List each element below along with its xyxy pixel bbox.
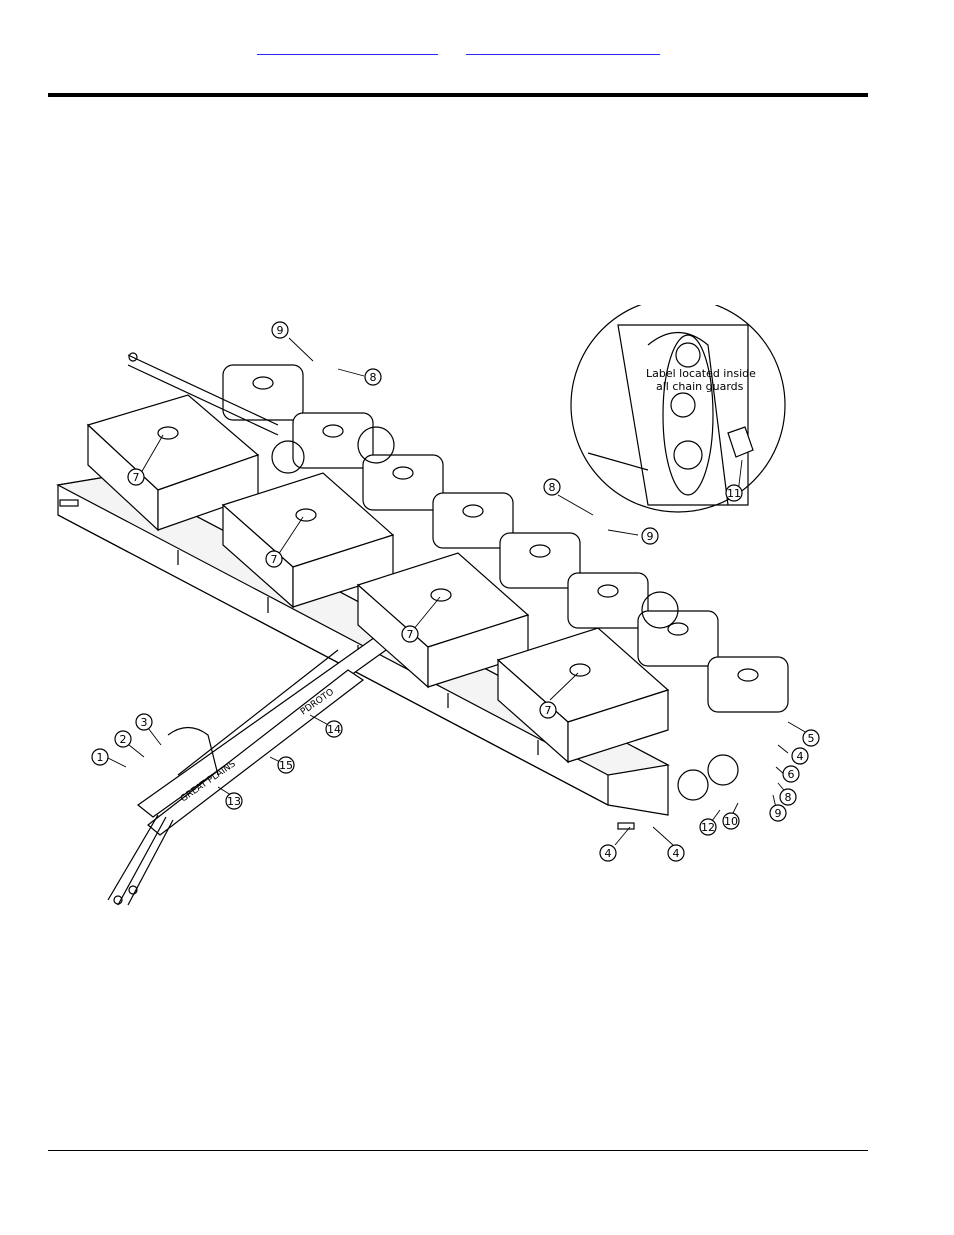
callout-1: 1 (91, 748, 109, 766)
svg-text:8: 8 (785, 791, 792, 804)
svg-text:6: 6 (788, 768, 795, 781)
svg-text:4: 4 (605, 847, 612, 860)
callout-14: 14 (325, 720, 343, 738)
callout-8b: 8 (543, 478, 561, 496)
callout-2: 2 (114, 730, 132, 748)
callout-7d: 7 (539, 701, 557, 719)
svg-text:1: 1 (97, 751, 104, 764)
callout-4c: 4 (791, 747, 809, 765)
callout-4a: 4 (599, 844, 617, 862)
svg-text:4: 4 (673, 847, 680, 860)
svg-text:7: 7 (407, 628, 414, 641)
inset-label-line1: Label located inside (646, 367, 756, 380)
callout-8c: 8 (779, 788, 797, 806)
callout-7b: 7 (265, 550, 283, 568)
chain-guard-inset: Label located inside all chain guards (570, 297, 786, 513)
svg-text:13: 13 (227, 795, 241, 808)
callout-9a: 9 (271, 321, 289, 339)
svg-text:10: 10 (724, 815, 738, 828)
callout-7a: 7 (127, 468, 145, 486)
svg-text:5: 5 (808, 732, 815, 745)
marker-arm (127, 352, 279, 436)
header-rule (48, 93, 868, 97)
seed-box-4 (496, 627, 670, 764)
callout-7c: 7 (401, 625, 419, 643)
svg-text:7: 7 (545, 704, 552, 717)
svg-text:9: 9 (277, 324, 284, 337)
svg-text:9: 9 (647, 530, 654, 543)
svg-text:7: 7 (133, 471, 140, 484)
callout-11: 11 (725, 484, 743, 502)
header-link-1[interactable] (257, 42, 438, 55)
callout-10: 10 (722, 812, 740, 830)
svg-text:15: 15 (279, 759, 293, 772)
svg-text:12: 12 (701, 821, 715, 834)
callout-9b: 9 (641, 527, 659, 545)
tongue: GREAT PLAINS PDROTO (107, 634, 395, 906)
callout-12: 12 (699, 818, 717, 836)
seed-box-3 (356, 552, 530, 689)
callouts: 1 2 3 4 4 4 5 6 7 7 7 7 8 8 8 9 9 9 10 1… (91, 321, 820, 862)
footer-rule (48, 1150, 868, 1151)
svg-text:7: 7 (271, 553, 278, 566)
callout-13: 13 (225, 792, 243, 810)
callout-4b: 4 (667, 844, 685, 862)
svg-text:14: 14 (327, 723, 341, 736)
planter-decal-diagram: GREAT PLAINS PDROTO (2, 297, 838, 915)
callout-3: 3 (135, 713, 153, 731)
callout-9c: 9 (769, 804, 787, 822)
row-hoppers (222, 364, 789, 801)
inset-label-line2: all chain guards (656, 380, 744, 393)
svg-text:2: 2 (120, 733, 127, 746)
svg-text:11: 11 (727, 487, 741, 500)
callout-5: 5 (802, 729, 820, 747)
svg-text:8: 8 (549, 481, 556, 494)
svg-text:3: 3 (141, 716, 148, 729)
header-link-2[interactable] (466, 42, 660, 55)
seed-box-1 (86, 394, 260, 532)
callout-6: 6 (782, 765, 800, 783)
svg-text:9: 9 (775, 807, 782, 820)
seed-box-2 (221, 472, 395, 609)
callout-15: 15 (277, 756, 295, 774)
callout-8a: 8 (364, 368, 382, 386)
svg-text:8: 8 (370, 371, 377, 384)
svg-text:4: 4 (797, 750, 804, 763)
